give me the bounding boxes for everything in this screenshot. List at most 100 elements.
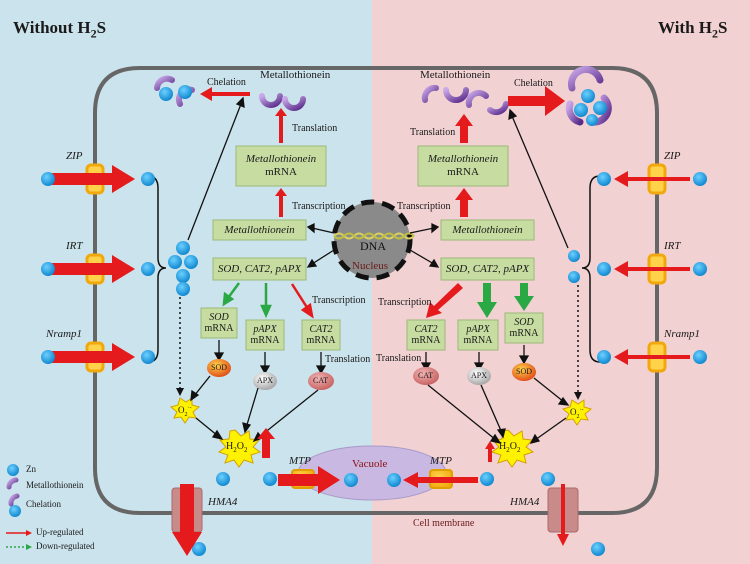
legend-chelation: Chelation (26, 499, 61, 509)
label-cell-membrane: Cell membrane (413, 518, 475, 529)
label-irt-right: IRT (664, 240, 681, 252)
cat-enzyme-right (413, 367, 439, 385)
label-superoxide-right: O2·- (570, 407, 584, 420)
label-mtp-left: MTP (289, 455, 311, 467)
label-transcription-top-right: Transcription (397, 201, 451, 212)
label-chelation-right: Chelation (514, 78, 553, 89)
zn-to-chelation-arrows (187, 96, 569, 249)
translation-arrows (213, 340, 530, 375)
apx-enzyme-left (253, 372, 277, 390)
uptake-arrow-zip-left (52, 165, 135, 193)
dotted-arrows (179, 285, 579, 395)
up-regulation-arrow-cat2-right (426, 283, 463, 318)
label-apx-enzyme-left: APX (257, 376, 274, 385)
cell-membrane-left (93, 66, 372, 515)
chelation-arrow-right (508, 86, 565, 116)
transcription-arrow-left (275, 188, 287, 217)
box-mt-mrna-left (235, 145, 327, 187)
genes-box-right: SOD, CAT2, pAPX (445, 262, 530, 275)
label-hma4-right: HMA4 (510, 496, 540, 508)
label-hma4-left: HMA4 (208, 496, 238, 508)
label-irt-left: IRT (66, 240, 83, 252)
chelation-complex-left (154, 75, 195, 107)
label-zip-right: ZIP (664, 150, 681, 162)
brace-left (147, 175, 167, 363)
hma4-arrow-left (172, 484, 202, 556)
chelation-arrow-left (200, 87, 250, 101)
label-translation-top-right: Translation (410, 127, 456, 138)
label-transcription-left: Transcription (312, 295, 366, 306)
dna-strand-2 (333, 232, 415, 240)
label-vacuole: Vacuole (352, 458, 388, 470)
h2o2-up-arrow-right (485, 441, 495, 462)
sod-enzyme-right (512, 363, 536, 381)
h2o2-left (217, 429, 262, 468)
label-transcription-right: Transcription (378, 297, 432, 308)
mtp-arrow-left (278, 466, 340, 494)
label-metallothionein-left: Metallothionein (260, 69, 331, 81)
uptake-arrow-irt-left (52, 255, 135, 283)
superoxide-right (561, 399, 593, 426)
down-regulation-arrows-left (222, 282, 272, 319)
mt-gene-box-left: Metallothionein (224, 223, 295, 236)
cell-membrane-right (372, 66, 659, 515)
translation-arrow-right (455, 114, 473, 143)
legend-metallothionein: Metallothionein (26, 480, 84, 490)
box-mt-mrna-right (417, 145, 509, 187)
mt-gene-box-right: Metallothionein (452, 223, 523, 236)
up-regulation-arrow-cat2-left (290, 283, 314, 319)
label-metallothionein-right: Metallothionein (420, 69, 491, 81)
label-transcription-top-left: Transcription (292, 201, 346, 212)
nucleus (331, 199, 413, 281)
hma4-arrow-right (557, 484, 569, 546)
label-cat-enzyme-left: CAT (313, 376, 329, 385)
label-translation-top-left: Translation (292, 123, 338, 134)
uptake-arrow-irt-right (614, 261, 690, 277)
label-nramp1-left: Nramp1 (46, 328, 83, 340)
title-right: With H2S (658, 18, 728, 41)
label-translation-right: Translation (376, 353, 422, 364)
down-regulation-arrow-sod-right (514, 283, 534, 311)
title-left: Without H2S (13, 18, 107, 41)
genes-box-left: SOD, CAT2, pAPX (217, 262, 302, 275)
legend (6, 464, 32, 550)
label-h2o2-right: H2O2 (499, 441, 521, 454)
label-cat-enzyme-right: CAT (418, 371, 434, 380)
down-regulation-arrow-papx-right (477, 283, 497, 318)
enzyme-ros-arrows (190, 375, 570, 444)
label-nramp1-right: Nramp1 (664, 328, 701, 340)
brace-right (581, 175, 601, 363)
label-chelation-left: Chelation (207, 77, 246, 88)
superoxide-left (169, 397, 201, 424)
label-apx-enzyme-right: APX (471, 371, 488, 380)
box-mt-gene-right (440, 219, 535, 241)
uptake-arrow-nramp1-left (52, 343, 135, 371)
label-nucleus: Nucleus (352, 260, 389, 272)
label-sod-enzyme-right: SOD (516, 367, 533, 376)
nucleus-arrows (306, 222, 440, 268)
zn-ions (41, 172, 707, 556)
uptake-arrow-zip-right (614, 171, 690, 187)
sod-enzyme-left (207, 359, 231, 377)
label-mtp-right: MTP (430, 455, 452, 467)
legend-zn: Zn (26, 464, 36, 474)
h2o2-up-arrow-left (257, 428, 275, 458)
transcription-arrow-right (455, 188, 473, 217)
label-superoxide-left: O2·- (178, 405, 192, 418)
mtp-arrow-right (403, 472, 478, 488)
label-translation-left: Translation (325, 354, 371, 365)
box-genes-left (212, 257, 307, 281)
label-h2o2-left: H2O2 (226, 441, 248, 454)
uptake-arrow-nramp1-right (614, 349, 690, 365)
label-sod-enzyme-left: SOD (211, 363, 228, 372)
translation-arrow-left (275, 108, 287, 143)
box-mt-gene-left (212, 219, 307, 241)
legend-down-regulated: Down-regulated (36, 541, 95, 551)
metallothionein-free-left (259, 93, 306, 111)
